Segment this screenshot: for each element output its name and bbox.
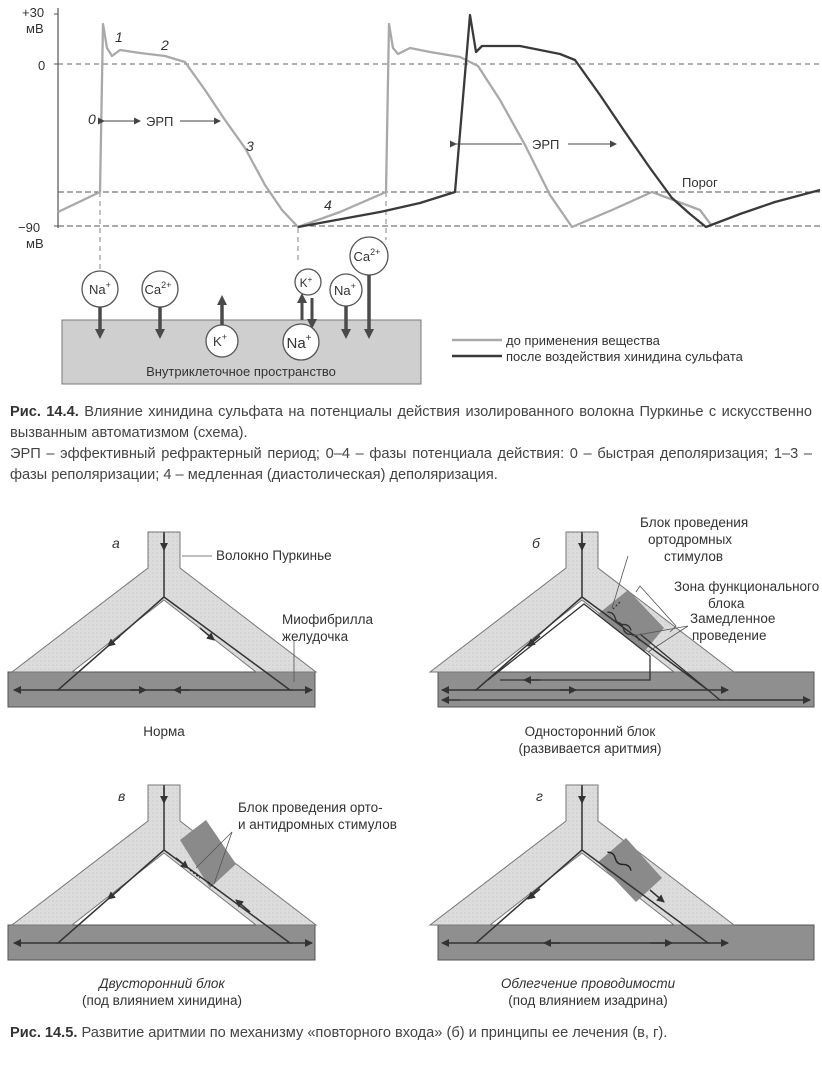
ap-curve-after <box>297 13 821 229</box>
label-slow-2: проведение <box>692 628 766 643</box>
ap-curve-before <box>57 22 713 229</box>
legend-before-label: до применения вещества <box>506 333 661 348</box>
svg-text:K+: K+ <box>300 275 313 290</box>
panel-v-caption-2: (под влиянием хинидина) <box>82 993 242 1008</box>
na-ion-2 <box>282 323 320 361</box>
membrane-diagram: Внутриклеточное пространство Na+ Ca2+ K+… <box>61 236 422 385</box>
label-myofibril-1: Миофибрилла <box>282 612 373 627</box>
functional-block-zone <box>598 590 664 652</box>
panel-v-letter: в <box>118 788 125 804</box>
label-zone-1: Зона функционального <box>674 579 819 594</box>
label-block-3: стимулов <box>664 549 723 564</box>
k-ion-2 <box>294 268 322 296</box>
svg-text:K+: K+ <box>213 332 227 349</box>
legend: до применения вещества после воздействия… <box>452 333 744 364</box>
label-slow-1: Замедленное <box>690 611 775 626</box>
bidirectional-block-zone <box>180 820 236 888</box>
svg-text:Na+: Na+ <box>89 280 111 297</box>
panel-b-caption-2: (развивается аритмия) <box>518 741 661 756</box>
facilitated-conduction-zone <box>598 838 662 902</box>
caption-fig-14-4-text2: ЭРП – эффективный рефрактерный период; 0… <box>10 446 812 483</box>
label-zone-2: блока <box>708 596 745 611</box>
phase-2: 2 <box>160 37 169 53</box>
phase-0: 0 <box>88 111 96 127</box>
panel-g-caption-2: (под влиянием изадрина) <box>508 993 667 1008</box>
panel-b: б Блок проведения ортодромных стимулов З… <box>428 515 819 756</box>
intracellular-label: Внутриклеточное пространство <box>146 364 336 379</box>
y-label-zero: 0 <box>38 58 45 73</box>
svg-text:Na+: Na+ <box>334 281 356 298</box>
panel-v-caption-1: Двусторонний блок <box>97 976 225 991</box>
y-label-top: +30 <box>22 5 44 20</box>
label-bidirectional-block-1: Блок проведения орто- <box>238 800 383 815</box>
caption-fig-14-4-text: Влияние хинидина сульфата на потенциалы … <box>10 404 812 441</box>
intracellular-space <box>61 319 422 385</box>
y-unit-bottom: мВ <box>26 236 44 251</box>
panel-a-caption: Норма <box>143 724 185 739</box>
panel-b-caption-1: Односторонний блок <box>525 724 656 739</box>
erp-label-1: ЭРП <box>146 114 173 129</box>
label-purkinje: Волокно Пуркинье <box>216 548 332 563</box>
panel-g-caption-1: Облегчение проводимости <box>501 976 676 991</box>
panel-a-letter: а <box>112 535 120 551</box>
label-block-1: Блок проведения <box>640 515 748 530</box>
y-label-bottom: −90 <box>18 220 40 235</box>
label-myofibril-2: желудочка <box>282 629 349 644</box>
y-unit-top: мВ <box>26 21 44 36</box>
legend-after-label: после воздействия хинидина сульфата <box>506 349 744 364</box>
erp-label-2: ЭРП <box>532 137 559 152</box>
panel-v: в Блок проведения орто- и антидромных ст… <box>7 784 397 1008</box>
phase-3: 3 <box>246 138 254 154</box>
panel-b-letter: б <box>532 535 541 551</box>
panel-g-letter: г <box>536 788 543 804</box>
panel-a: а Волокно Пуркинье Миофибрилла желудочка… <box>7 531 373 739</box>
phase-4: 4 <box>324 197 332 213</box>
caption-fig-14-5: Рис. 14.5. Развитие аритмии по механизму… <box>10 1023 812 1044</box>
svg-text:Na+: Na+ <box>286 333 311 352</box>
label-block-2: ортодромных <box>648 532 732 547</box>
caption-fig-14-5-text: Развитие аритмии по механизму «повторног… <box>81 1025 668 1041</box>
caption-fig-14-4-title: Рис. 14.4. <box>10 404 79 420</box>
caption-fig-14-4: Рис. 14.4. Влияние хинидина сульфата на … <box>10 402 812 486</box>
svg-text:Ca2+: Ca2+ <box>354 247 381 264</box>
action-potential-chart: +30 мВ 0 −90 мВ 0 1 2 3 4 ЭРП ЭРП Порог <box>18 5 821 275</box>
threshold-label: Порог <box>682 175 718 190</box>
svg-text:Ca2+: Ca2+ <box>145 280 172 297</box>
phase-1: 1 <box>115 29 123 45</box>
panel-g: г Облегчение проводимости (под влиянием … <box>428 784 815 1008</box>
caption-fig-14-5-title: Рис. 14.5. <box>10 1025 78 1041</box>
label-bidirectional-block-2: и антидромных стимулов <box>238 817 397 832</box>
